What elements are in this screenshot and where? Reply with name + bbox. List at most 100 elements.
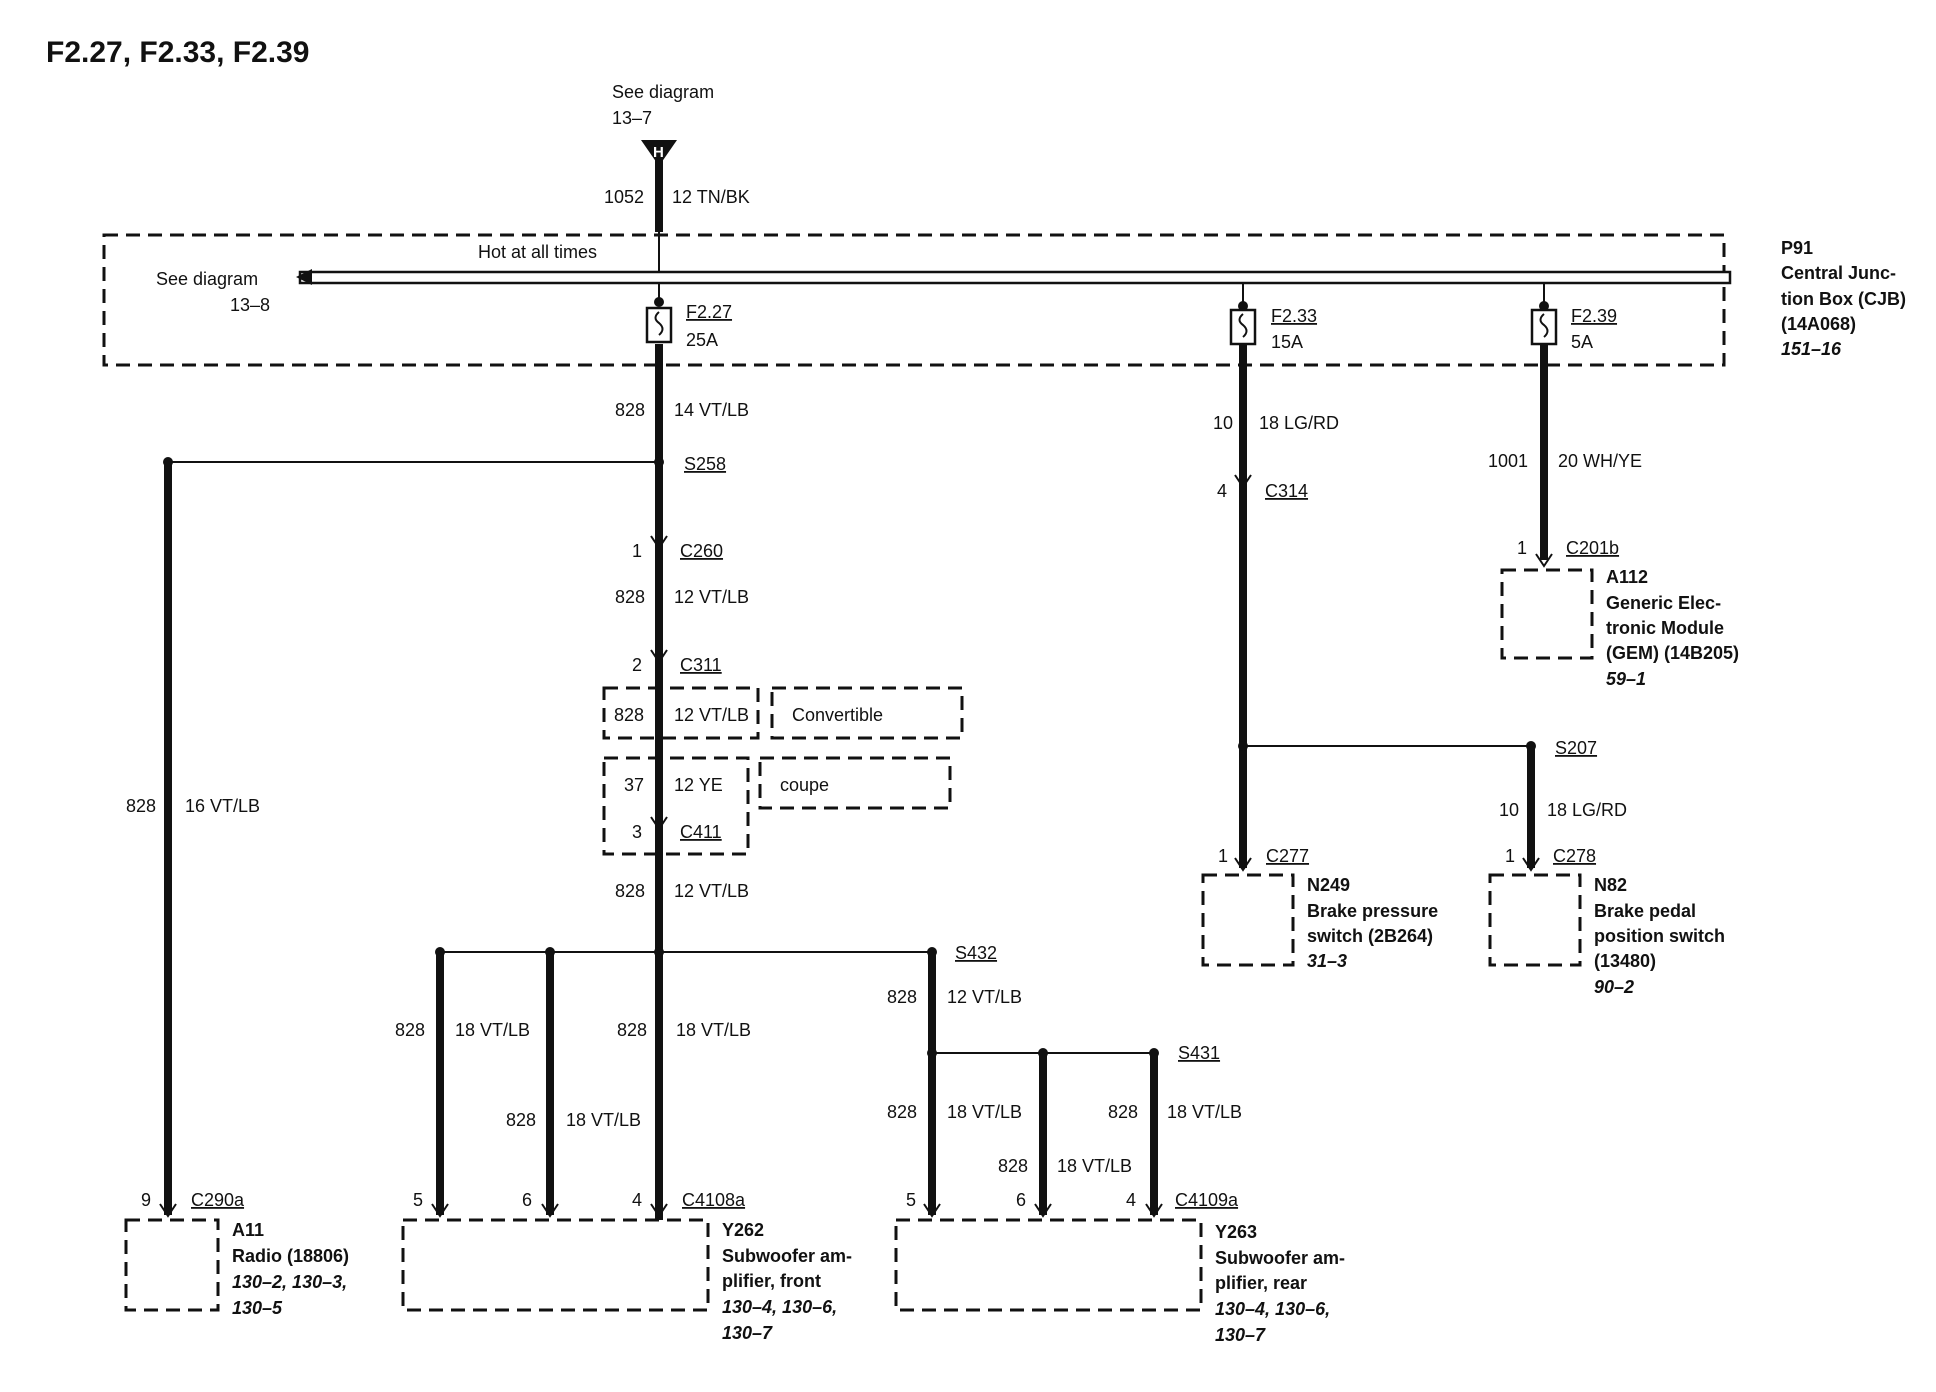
wire-828-16-color: 16 VT/LB	[185, 796, 260, 816]
connector-c311: C311	[680, 655, 722, 675]
connector-c278: C278	[1553, 846, 1596, 866]
n249-ref: 31–3	[1307, 951, 1347, 971]
wire-828-14-color: 14 VT/LB	[674, 400, 749, 420]
y263-name-1: Subwoofer am-	[1215, 1248, 1345, 1268]
c314-pin: 4	[1217, 481, 1227, 501]
wire-1001-color: 20 WH/YE	[1558, 451, 1642, 471]
wire-828-18f1-color: 18 VT/LB	[455, 1020, 530, 1040]
wire-828-18r3-circuit: 828	[1108, 1102, 1138, 1122]
connector-c290a: C290a	[191, 1190, 245, 1210]
n82-name-2: position switch	[1594, 926, 1725, 946]
splice-s207: S207	[1555, 738, 1597, 758]
connector-c4109a: C4109a	[1175, 1190, 1239, 1210]
wire-10a-circuit: 10	[1213, 413, 1233, 433]
wire-828-18f2-color: 18 VT/LB	[566, 1110, 641, 1130]
y262-ref-1: 130–4, 130–6,	[722, 1297, 837, 1317]
wire-828-12b-color: 12 VT/LB	[674, 881, 749, 901]
c311-arrow	[650, 649, 668, 664]
a112-id: A112	[1606, 567, 1648, 587]
diagram-title: F2.27, F2.33, F2.39	[46, 36, 309, 69]
c4109a-arrow-4	[1145, 1203, 1163, 1218]
c277-pin: 1	[1218, 846, 1228, 866]
y263-ref-2: 130–7	[1215, 1325, 1266, 1345]
wire-828-14-circuit: 828	[615, 400, 645, 420]
c278-pin: 1	[1505, 846, 1515, 866]
convertible-option-box	[770, 686, 964, 740]
y262-name-2: plifier, front	[722, 1271, 821, 1291]
wire-10b-color: 18 LG/RD	[1547, 800, 1627, 820]
cjb-see-diagram-page: 13–8	[230, 295, 270, 315]
wire-828-12b-circuit: 828	[615, 881, 645, 901]
y262-name-1: Subwoofer am-	[722, 1246, 852, 1266]
cjb-see-diagram: See diagram	[156, 269, 258, 289]
wire-828-12a-color: 12 VT/LB	[674, 587, 749, 607]
connector-h-letter: H	[653, 144, 664, 161]
connector-c277: C277	[1266, 846, 1309, 866]
cjb-box	[102, 233, 1726, 367]
wire-828-conv-circuit: 828	[614, 705, 644, 725]
n82-box	[1488, 873, 1582, 967]
fuse-f2-27	[645, 283, 673, 344]
n249-id: N249	[1307, 875, 1350, 895]
cjb-ref: 151–16	[1781, 339, 1842, 359]
fuse-f2-39-rating: 5A	[1571, 332, 1593, 352]
a112-name-3: (GEM) (14B205)	[1606, 643, 1739, 663]
wire-828-18r2-circuit: 828	[998, 1156, 1028, 1176]
cjb-id: P91	[1781, 238, 1813, 258]
c4109a-arrow-5	[923, 1203, 941, 1218]
wire-828-18r1-color: 18 VT/LB	[947, 1102, 1022, 1122]
wire-1001-circuit: 1001	[1488, 451, 1528, 471]
c411-arrow	[650, 816, 668, 831]
y263-id: Y263	[1215, 1222, 1257, 1242]
convertible-wire-box	[602, 686, 760, 740]
c4109a-pin-4: 4	[1126, 1190, 1136, 1210]
coupe-wire-box	[602, 756, 750, 856]
gem-box	[1500, 568, 1594, 660]
a11-ref-1: 130–2, 130–3,	[232, 1272, 347, 1292]
wire-1052-circuit: 1052	[604, 187, 644, 207]
top-see-diagram: See diagram	[612, 82, 714, 102]
c4108a-pin-4: 4	[632, 1190, 642, 1210]
s432-dot-3	[654, 947, 664, 957]
cjb-busbar	[298, 270, 1732, 285]
connector-c201b: C201b	[1566, 538, 1619, 558]
y263-ref-1: 130–4, 130–6,	[1215, 1299, 1330, 1319]
wire-828-18r2-color: 18 VT/LB	[1057, 1156, 1132, 1176]
s207-dot-1	[1238, 741, 1248, 751]
c201b-pin: 1	[1517, 538, 1527, 558]
radio-box	[124, 1218, 220, 1312]
fuse-f2-33-rating: 15A	[1271, 332, 1303, 352]
c4108a-pin-6: 6	[522, 1190, 532, 1210]
c4109a-pin-5: 5	[906, 1190, 916, 1210]
fuse-f2-39-id: F2.39	[1571, 306, 1617, 326]
fuse-f2-39	[1530, 283, 1558, 346]
c314-arrow	[1234, 474, 1252, 489]
wire-10b-circuit: 10	[1499, 800, 1519, 820]
c311-pin: 2	[632, 655, 642, 675]
c4108a-arrow-6	[541, 1203, 559, 1218]
cjb-name-3: (14A068)	[1781, 314, 1856, 334]
c260-pin: 1	[632, 541, 642, 561]
wire-828-12a-circuit: 828	[615, 587, 645, 607]
wire-37-circuit: 37	[624, 775, 644, 795]
fuse-f2-33	[1229, 283, 1257, 346]
splice-s432: S432	[955, 943, 997, 963]
c277-arrow	[1234, 857, 1252, 872]
connector-c4108a: C4108a	[682, 1190, 746, 1210]
connector-h-symbol	[641, 140, 677, 166]
connector-c260: C260	[680, 541, 723, 561]
c290a-pin: 9	[141, 1190, 151, 1210]
c278-arrow	[1522, 857, 1540, 872]
c201b-arrow	[1535, 553, 1553, 568]
option-convertible: Convertible	[792, 705, 883, 725]
option-coupe: coupe	[780, 775, 829, 795]
n82-id: N82	[1594, 875, 1627, 895]
wire-37-color: 12 YE	[674, 775, 723, 795]
y263-name-2: plifier, rear	[1215, 1273, 1307, 1293]
n249-box	[1201, 873, 1295, 967]
c260-arrow	[650, 535, 668, 550]
n82-name-3: (13480)	[1594, 951, 1656, 971]
coupe-option-box	[758, 756, 952, 810]
a112-name-1: Generic Elec-	[1606, 593, 1721, 613]
